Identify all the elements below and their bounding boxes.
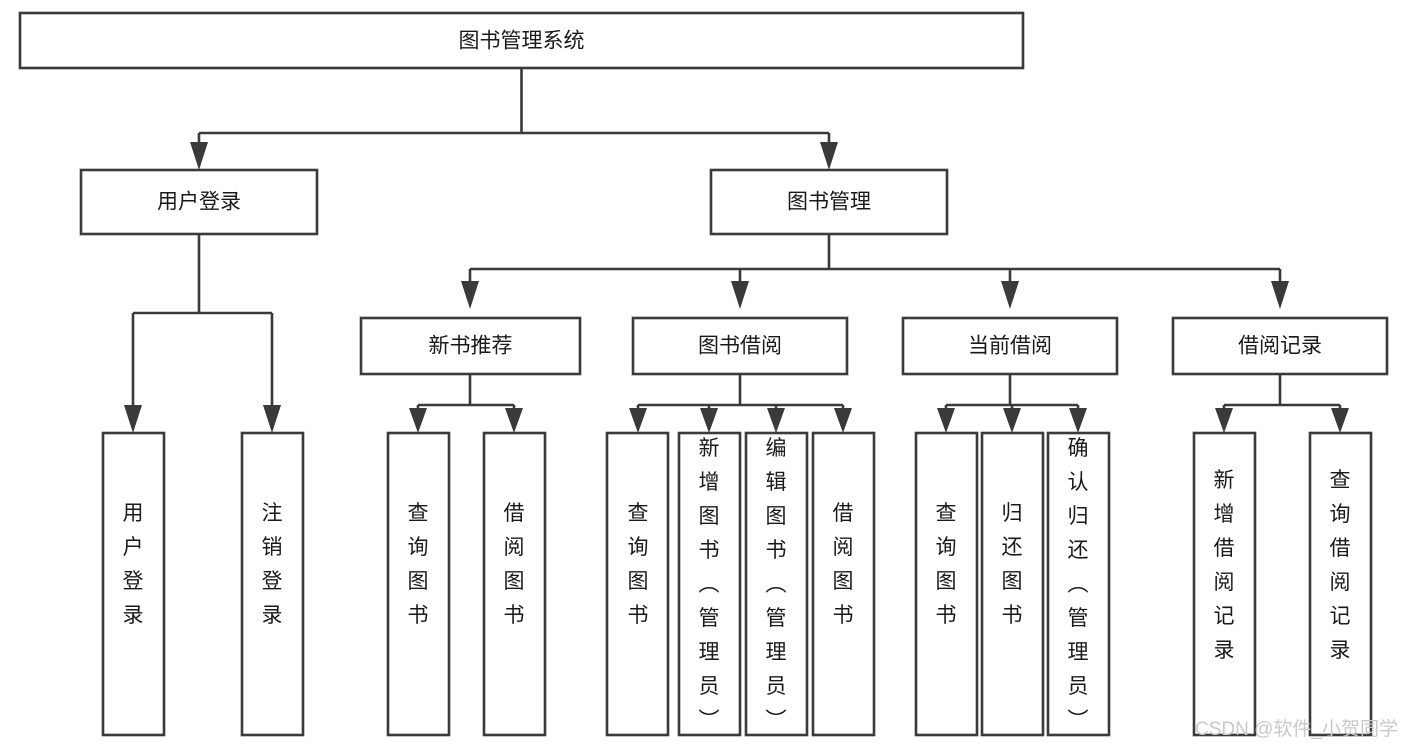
arrowhead-leaf-edit-book (767, 408, 785, 433)
node-leaf-add-book-box[interactable] (677, 431, 742, 737)
arrowhead-borrow-record (1271, 281, 1289, 309)
node-leaf-query-book-3-box[interactable] (914, 431, 979, 737)
node-leaf-query-book-1-label: 查询图书 (408, 502, 429, 627)
node-leaf-return-book-label: 归还图书 (1002, 502, 1023, 627)
connector-group-user-login (124, 234, 281, 433)
node-leaf-edit-book-label: 编辑图书︵管理员︶ (766, 437, 787, 732)
node-book-borrow-box[interactable] (631, 316, 849, 376)
arrowhead-leaf-user-login (124, 405, 142, 433)
node-root-label: 图书管理系统 (459, 30, 585, 53)
arrowhead-leaf-query-record (1331, 408, 1349, 433)
node-leaf-borrow-book-1[interactable]: 借阅图书 (482, 431, 547, 737)
node-leaf-query-book-3[interactable]: 查询图书 (914, 431, 979, 737)
node-leaf-borrow-book-2[interactable]: 借阅图书 (811, 431, 876, 737)
arrowhead-leaf-add-book (700, 408, 718, 433)
node-leaf-add-record[interactable]: 新增借阅记录 (1192, 431, 1257, 737)
node-new-book-recommend-box[interactable] (359, 316, 582, 376)
arrowhead-leaf-borrow-book-2 (834, 408, 852, 433)
node-book-management-box[interactable] (709, 168, 949, 236)
node-leaf-user-login-label: 用户登录 (123, 502, 144, 627)
node-borrow-record-label: 借阅记录 (1238, 335, 1322, 358)
node-leaf-query-record-label: 查询借阅记录 (1330, 469, 1351, 662)
node-leaf-query-book-1-box[interactable] (386, 431, 451, 737)
node-book-borrow[interactable]: 图书借阅 (631, 316, 849, 376)
node-user-login[interactable]: 用户登录 (79, 168, 319, 236)
node-leaf-add-book[interactable]: 新增图书︵管理员︶ (677, 431, 742, 737)
node-book-management[interactable]: 图书管理 (709, 168, 949, 236)
node-leaf-logout-login-label: 注销登录 (262, 502, 283, 627)
node-leaf-return-book[interactable]: 归还图书 (980, 431, 1045, 737)
arrowhead-current-borrow (1001, 281, 1019, 309)
connector-group-root (190, 68, 838, 170)
node-leaf-edit-book[interactable]: 编辑图书︵管理员︶ (744, 431, 809, 737)
node-user-login-label: 用户登录 (157, 191, 241, 214)
arrowhead-leaf-logout-login (263, 405, 281, 433)
connector-group-current-borrow (937, 374, 1087, 433)
node-leaf-query-book-2-box[interactable] (605, 431, 670, 737)
node-root[interactable]: 图书管理系统 (18, 11, 1025, 70)
arrowhead-leaf-confirm-return (1069, 408, 1087, 433)
node-book-borrow-label: 图书借阅 (698, 335, 782, 358)
node-leaf-borrow-book-1-box[interactable] (482, 431, 547, 737)
watermark-label: CSDN @软件_小贺同学 (1195, 718, 1398, 740)
node-new-book-recommend-label: 新书推荐 (429, 335, 513, 358)
connector-group-book-management (461, 234, 1289, 309)
node-leaf-query-book-3-label: 查询图书 (936, 502, 957, 627)
node-leaf-add-record-label: 新增借阅记录 (1214, 469, 1235, 662)
connector-group-new-book-recommend (409, 374, 523, 433)
node-current-borrow-box[interactable] (901, 316, 1119, 376)
node-root-box[interactable] (18, 11, 1025, 70)
node-leaf-confirm-return-label: 确认归还︵管理员︶ (1068, 437, 1089, 732)
node-leaf-borrow-book-2-label: 借阅图书 (833, 502, 854, 627)
arrowhead-leaf-add-record (1215, 408, 1233, 433)
arrowhead-new-book-recommend (461, 281, 479, 309)
node-borrow-record-box[interactable] (1171, 316, 1389, 376)
node-leaf-borrow-book-1-label: 借阅图书 (504, 502, 525, 627)
node-book-management-label: 图书管理 (787, 191, 871, 214)
node-current-borrow-label: 当前借阅 (968, 335, 1052, 358)
arrowhead-leaf-query-book-3 (937, 408, 955, 433)
node-leaf-query-record-box[interactable] (1308, 431, 1373, 737)
node-leaf-confirm-return-box[interactable] (1046, 431, 1111, 737)
arrowhead-book-management (820, 142, 838, 170)
arrowhead-leaf-query-book-1 (409, 408, 427, 433)
node-leaf-user-login-box[interactable] (101, 431, 166, 737)
node-leaf-user-login[interactable]: 用户登录 (101, 431, 166, 737)
node-leaf-query-book-1[interactable]: 查询图书 (386, 431, 451, 737)
node-borrow-record[interactable]: 借阅记录 (1171, 316, 1389, 376)
node-current-borrow[interactable]: 当前借阅 (901, 316, 1119, 376)
node-leaf-query-book-2-label: 查询图书 (628, 502, 649, 627)
node-leaf-return-book-box[interactable] (980, 431, 1045, 737)
arrowhead-book-borrow (731, 281, 749, 309)
connector-group-book-borrow (629, 374, 852, 433)
connector-group-borrow-record (1215, 374, 1349, 433)
node-leaf-logout-login-box[interactable] (240, 431, 305, 737)
node-leaf-confirm-return[interactable]: 确认归还︵管理员︶ (1046, 431, 1111, 737)
node-leaf-query-record[interactable]: 查询借阅记录 (1308, 431, 1373, 737)
node-leaf-add-book-label: 新增图书︵管理员︶ (699, 437, 720, 732)
node-leaf-borrow-book-2-box[interactable] (811, 431, 876, 737)
arrowhead-leaf-borrow-book-1 (505, 408, 523, 433)
node-new-book-recommend[interactable]: 新书推荐 (359, 316, 582, 376)
node-leaf-add-record-box[interactable] (1192, 431, 1257, 737)
arrowhead-leaf-return-book (1003, 408, 1021, 433)
node-user-login-box[interactable] (79, 168, 319, 236)
arrowhead-user-login (190, 142, 208, 170)
node-leaf-query-book-2[interactable]: 查询图书 (605, 431, 670, 737)
arrowhead-leaf-query-book-2 (629, 408, 647, 433)
node-leaf-edit-book-box[interactable] (744, 431, 809, 737)
node-leaf-logout-login[interactable]: 注销登录 (240, 431, 305, 737)
